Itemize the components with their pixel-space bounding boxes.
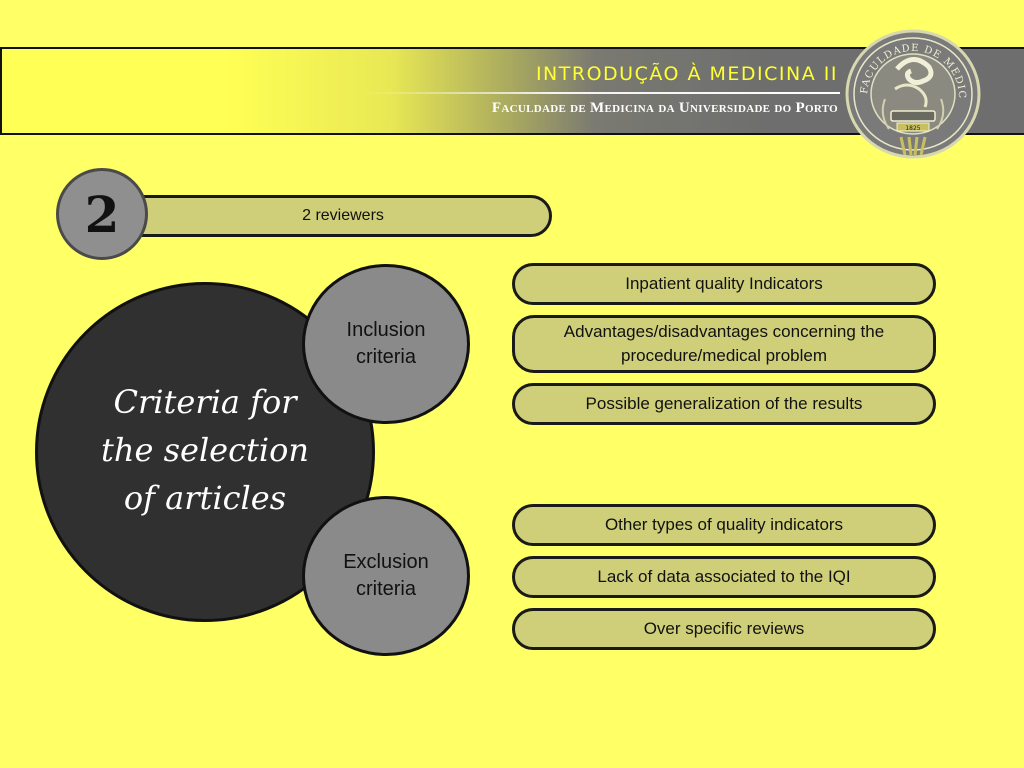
step-number: 2 — [84, 184, 120, 244]
exclusion-item: Lack of data associated to the IQI — [512, 556, 936, 598]
exclusion-item-text: Lack of data associated to the IQI — [597, 567, 851, 586]
inclusion-criteria-circle: Inclusion criteria — [302, 264, 470, 424]
exclusion-item-text: Other types of quality indicators — [604, 515, 844, 534]
inclusion-item-text: Possible generalization of the results — [585, 394, 863, 413]
criteria-main-title: Criteria for the selection of articles — [70, 378, 340, 522]
main-title-line-1: Criteria for — [113, 383, 297, 421]
reviewers-bar: 2 reviewers — [124, 195, 552, 237]
inclusion-item-text: Inpatient quality Indicators — [625, 274, 823, 293]
exclusion-criteria-circle: Exclusion criteria — [302, 496, 470, 656]
seal-year: 1825 — [905, 125, 920, 132]
main-title-line-3: of articles — [123, 479, 287, 517]
reviewers-label: 2 reviewers — [302, 207, 384, 224]
faculty-seal-logo: FACULDADE DE MEDICINA DO PORTO 1825 — [845, 29, 981, 159]
exclusion-label-line-1: Exclusion — [343, 551, 429, 573]
exclusion-item: Over specific reviews — [512, 608, 936, 650]
exclusion-item: Other types of quality indicators — [512, 504, 936, 546]
faculty-name: Faculdade de Medicina da Universidade do… — [491, 100, 838, 116]
inclusion-label-line-1: Inclusion — [346, 319, 426, 341]
inclusion-item: Advantages/disadvantages concerning the … — [512, 315, 936, 373]
inclusion-item: Inpatient quality Indicators — [512, 263, 936, 305]
inclusion-label-line-2: criteria — [355, 346, 416, 368]
main-title-line-2: the selection — [101, 431, 309, 469]
inclusion-item: Possible generalization of the results — [512, 383, 936, 425]
step-number-badge: 2 — [56, 168, 148, 260]
header-divider — [360, 92, 840, 94]
exclusion-label-line-2: criteria — [355, 578, 416, 600]
course-title: INTRODUÇÃO À MEDICINA II — [535, 63, 838, 85]
exclusion-item-text: Over specific reviews — [643, 619, 805, 638]
inclusion-item-text: Advantages/disadvantages concerning the … — [563, 322, 885, 365]
